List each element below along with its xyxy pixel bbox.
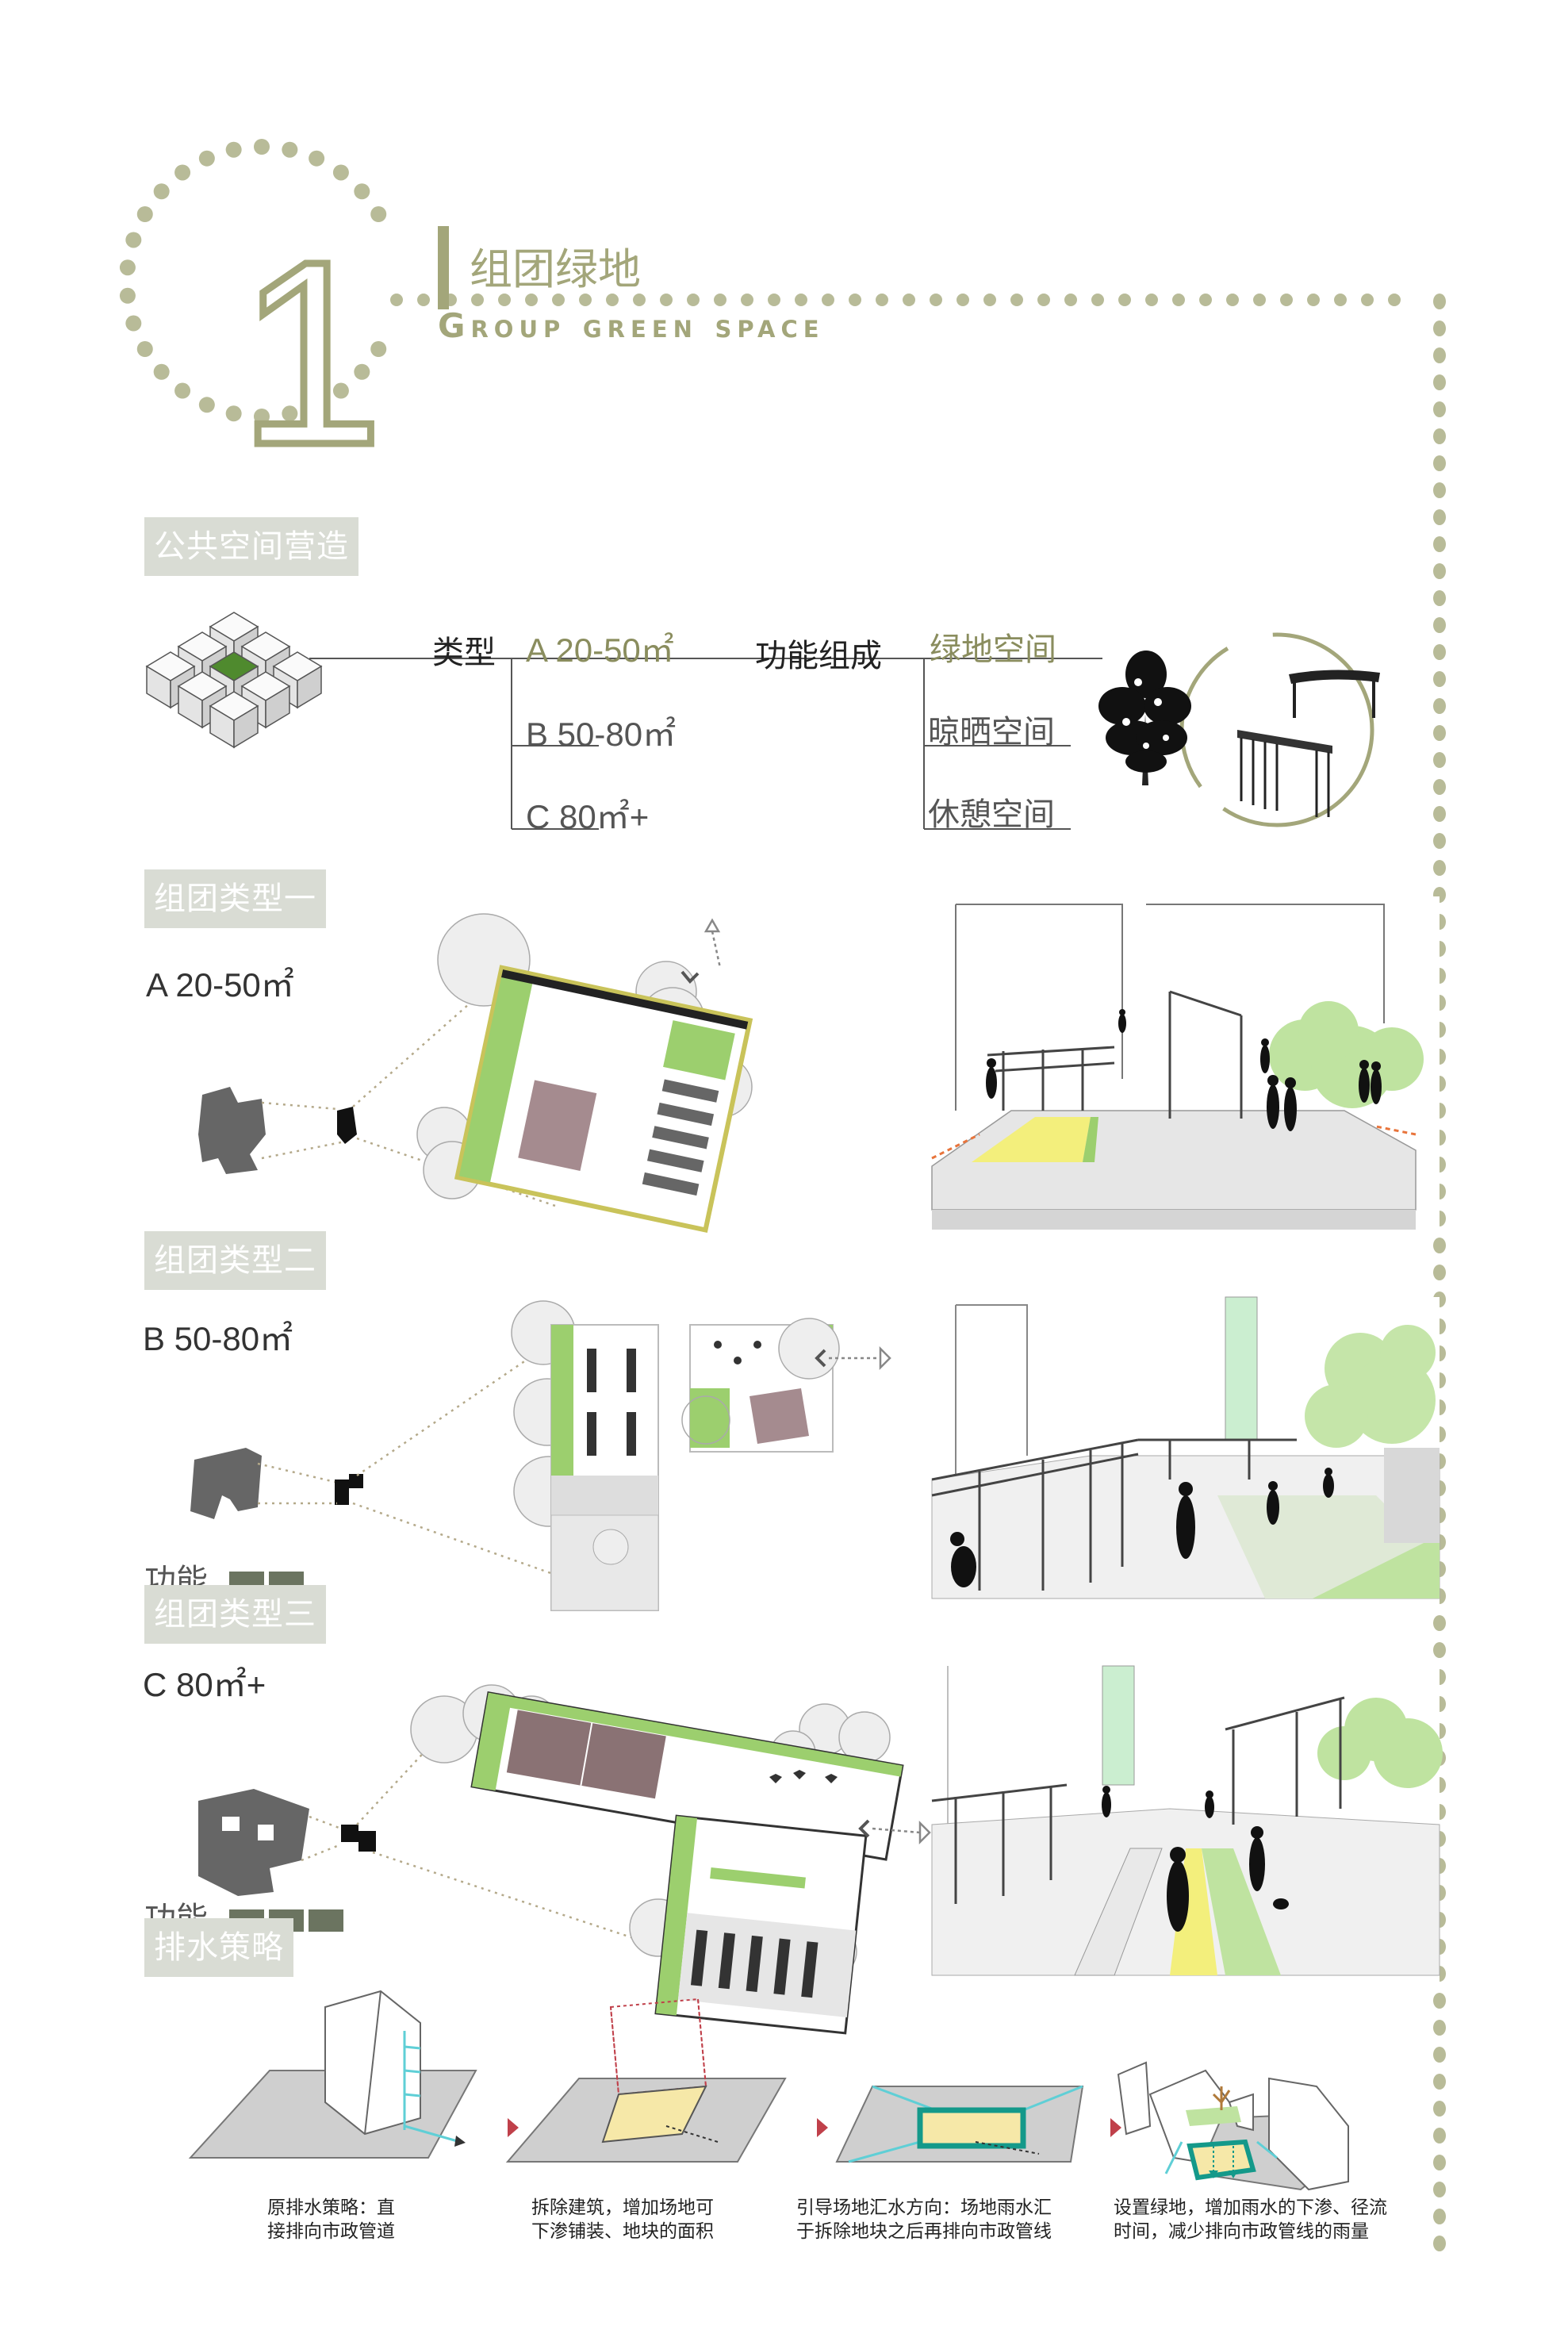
drainage-caption-3-line2: 于拆除地块之后再排向市政管线	[796, 2221, 1052, 2242]
title-accent-bar	[438, 226, 449, 309]
function-label: 功能组成	[755, 638, 882, 674]
drainage-caption-2-line2: 下渗铺装、地块的面积	[531, 2221, 714, 2242]
drainage-caption-1: 原排水策略：直 接排向市政管道	[267, 2196, 395, 2243]
type-c: C 80㎡+	[526, 798, 650, 835]
drainage-caption-1-line2: 接排向市政管道	[267, 2221, 395, 2242]
group-type-3-tag: 组团类型三	[144, 1585, 326, 1644]
drainage-tag: 排水策略	[144, 1918, 293, 1977]
group-type-3-plan	[198, 1684, 931, 2035]
function-square	[308, 1909, 343, 1932]
section-number: 1	[235, 206, 388, 499]
drainage-caption-3: 引导场地汇水方向：场地雨水汇 于拆除地块之后再排向市政管线	[796, 2196, 1052, 2243]
drainage-diagrams	[188, 1990, 1349, 2191]
type-table-lines	[309, 658, 1102, 830]
cube-grid-diagram	[145, 612, 323, 749]
group-type-2-area: B 50-80㎡	[143, 1320, 293, 1357]
group-type-1-plan	[198, 913, 753, 1233]
function-rest: 休憩空间	[928, 796, 1055, 833]
group-type-3-area: C 80㎡+	[143, 1666, 266, 1703]
public-space-tag: 公共空间营造	[144, 517, 358, 576]
group-type-2-tag: 组团类型二	[144, 1231, 326, 1290]
page-subtitle: Group green space	[438, 306, 825, 345]
drainage-caption-4-line2: 时间，减少排向市政管线的雨量	[1114, 2221, 1369, 2242]
drainage-caption-4-line1: 设置绿地，增加雨水的下渗、径流	[1114, 2197, 1387, 2218]
tree-and-furniture-icon	[1098, 632, 1380, 827]
type-b: B 50-80㎡	[526, 716, 677, 753]
group-type-1-tag: 组团类型一	[144, 869, 326, 928]
function-drying: 晾晒空间	[928, 714, 1055, 750]
drainage-caption-1-line1: 原排水策略：直	[267, 2197, 395, 2218]
function-green: 绿地空间	[930, 631, 1056, 668]
group-type-3-perspective	[931, 1665, 1443, 1983]
group-type-1-perspective	[931, 896, 1440, 1230]
drainage-caption-2: 拆除建筑，增加场地可 下渗铺装、地块的面积	[531, 2196, 714, 2243]
type-a: A 20-50㎡	[526, 631, 674, 669]
group-type-2-plan	[190, 1300, 891, 1611]
drainage-caption-3-line1: 引导场地汇水方向：场地雨水汇	[796, 2197, 1052, 2218]
page-title: 组团绿地	[470, 244, 641, 294]
drainage-caption-2-line1: 拆除建筑，增加场地可	[531, 2197, 714, 2218]
drainage-caption-4: 设置绿地，增加雨水的下渗、径流 时间，减少排向市政管线的雨量	[1114, 2196, 1387, 2243]
type-label: 类型	[432, 635, 496, 671]
group-type-1-area: A 20-50㎡	[146, 966, 294, 1004]
group-type-2-perspective	[931, 1296, 1440, 1614]
